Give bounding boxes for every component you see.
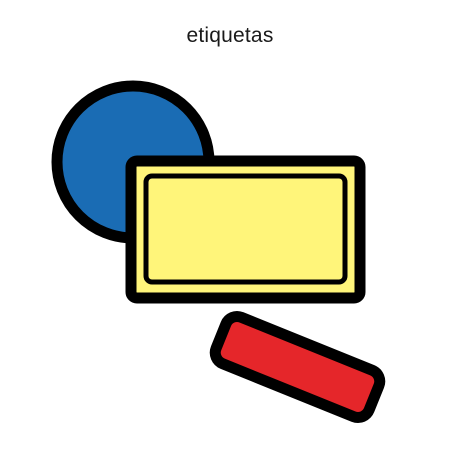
pictogram-caption: etiquetas bbox=[186, 24, 274, 47]
strip-label-icon bbox=[209, 311, 386, 423]
rectangle-label-icon bbox=[125, 155, 366, 304]
rectangle-label-inner-border bbox=[143, 173, 348, 285]
